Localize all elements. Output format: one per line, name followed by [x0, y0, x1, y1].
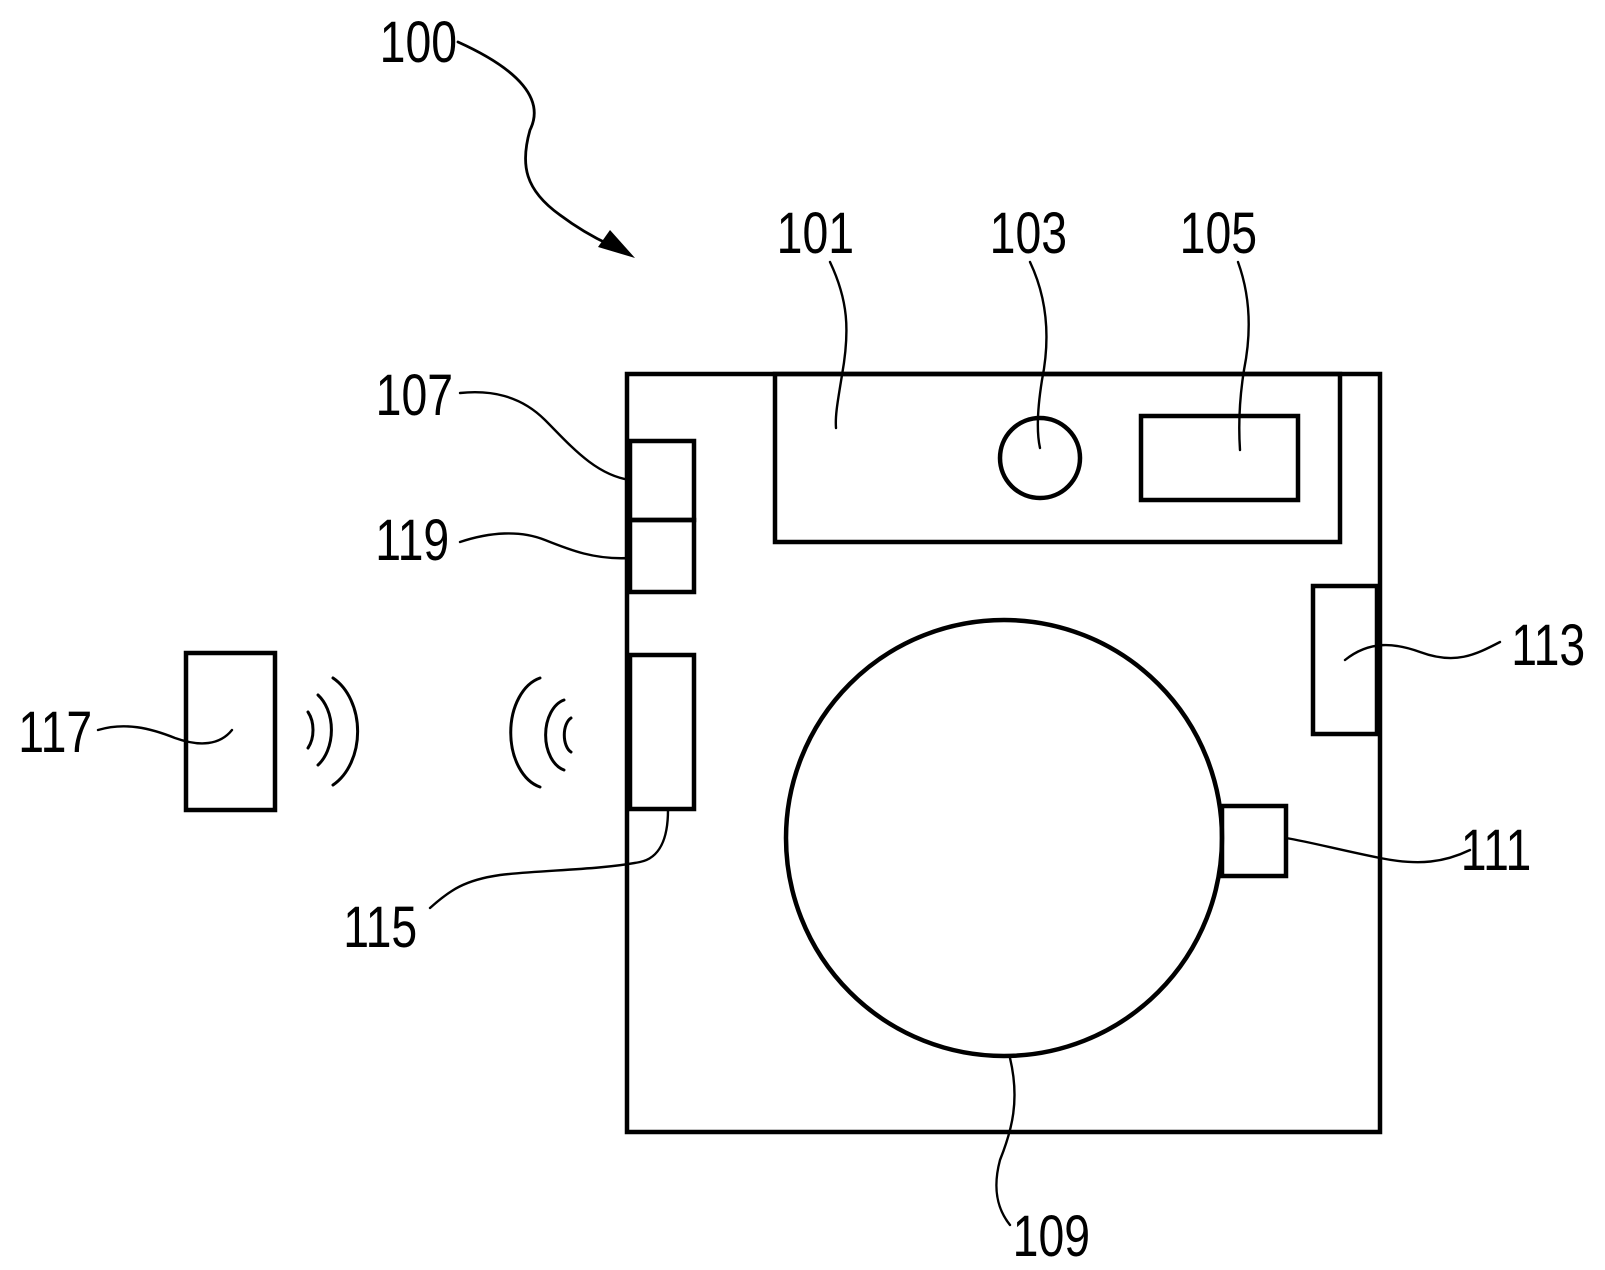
- component-107: [627, 438, 697, 523]
- ref-label-107: 107: [376, 363, 453, 428]
- control-panel: [772, 371, 1343, 545]
- communication-module: [627, 652, 697, 812]
- wireless-wave-icon: [509, 676, 542, 789]
- ref-label-117: 117: [18, 700, 92, 765]
- wireless-wave-icon: [331, 676, 360, 787]
- leader-117: [96, 725, 234, 745]
- leader-109: [995, 1056, 1016, 1227]
- ref-label-103: 103: [990, 201, 1067, 266]
- leader-103: [1028, 260, 1048, 450]
- arrow-100: [456, 40, 612, 247]
- ref-label-100: 100: [380, 10, 457, 75]
- wireless-wave-icon: [316, 693, 333, 767]
- leader-105: [1236, 260, 1250, 452]
- wireless-wave-icon: [544, 698, 566, 772]
- component-119: [627, 517, 697, 595]
- wireless-wave-icon: [306, 710, 315, 750]
- component-111: [1219, 803, 1289, 879]
- external-device: [183, 650, 278, 813]
- component-113: [1310, 583, 1380, 737]
- ref-label-113: 113: [1511, 613, 1585, 678]
- leader-119: [458, 532, 632, 560]
- leader-111: [1284, 836, 1472, 864]
- rotary-knob: [997, 415, 1083, 501]
- display: [1138, 413, 1301, 503]
- ref-label-105: 105: [1180, 201, 1257, 266]
- wireless-wave-icon: [562, 716, 573, 754]
- ref-label-115: 115: [343, 895, 417, 960]
- leader-113: [1343, 640, 1502, 662]
- ref-label-109: 109: [1013, 1204, 1090, 1269]
- leader-115: [428, 808, 670, 910]
- arrowhead-100: [598, 230, 635, 258]
- leader-107: [458, 391, 632, 482]
- leader-101: [828, 260, 848, 430]
- drum: [783, 617, 1225, 1059]
- appliance-housing: [624, 371, 1383, 1135]
- ref-label-119: 119: [375, 508, 449, 573]
- ref-label-111: 111: [1461, 818, 1532, 883]
- ref-label-101: 101: [777, 201, 854, 266]
